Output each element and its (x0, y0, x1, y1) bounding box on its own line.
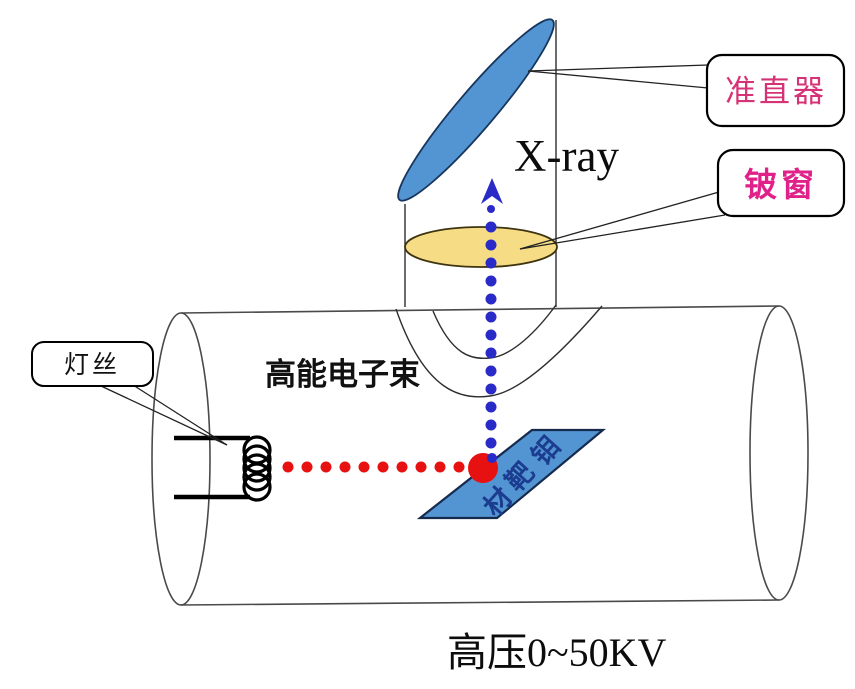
filament-coil (242, 435, 272, 502)
collimator-ellipse (397, 18, 555, 202)
callout-tails (100, 64, 726, 446)
collimator-callout: 准直器 (705, 53, 846, 128)
filament-callout-label: 灯丝 (64, 351, 120, 379)
tube-left-end-ellipse (151, 312, 211, 606)
electron-beam-label: 高能电子束 (265, 357, 420, 392)
filament (174, 435, 272, 502)
window-callout: 铍窗 (716, 148, 846, 218)
filament-callout-tail-b (132, 384, 228, 446)
vacuum-tube-body (151, 305, 809, 606)
window-callout-tail-b (519, 214, 726, 250)
beryllium-window-ellipse (404, 226, 558, 268)
filament-callout-tail-a (100, 385, 228, 446)
xray-beam-dots (481, 178, 503, 463)
filament-callout-box (31, 341, 154, 387)
tube-right-end-ellipse (749, 305, 809, 601)
funnel-outer-curve (395, 305, 603, 398)
window-callout-label: 铍窗 (744, 166, 818, 203)
target-plate: 钼 靶 材 (416, 428, 607, 522)
target-parallelogram (416, 428, 607, 520)
high-voltage-label: 高压0~50KV (447, 630, 667, 675)
window-callout-box (716, 148, 846, 218)
xray-label: X-ray (514, 131, 619, 181)
tube-top-edge (180, 305, 780, 314)
collimator-callout-label: 准直器 (725, 74, 827, 109)
xray-beam-arrowhead (481, 178, 503, 204)
exit-snout (395, 20, 603, 398)
collimator-callout-tail-b (527, 70, 709, 89)
filament-callout: 灯丝 (31, 341, 154, 387)
collimator-callout-tail-a (527, 64, 709, 72)
electron-beam-dots (282, 453, 498, 483)
collimator-callout-box (705, 53, 846, 128)
tube-bottom-edge (180, 599, 780, 606)
window-callout-tail-a (519, 191, 720, 250)
